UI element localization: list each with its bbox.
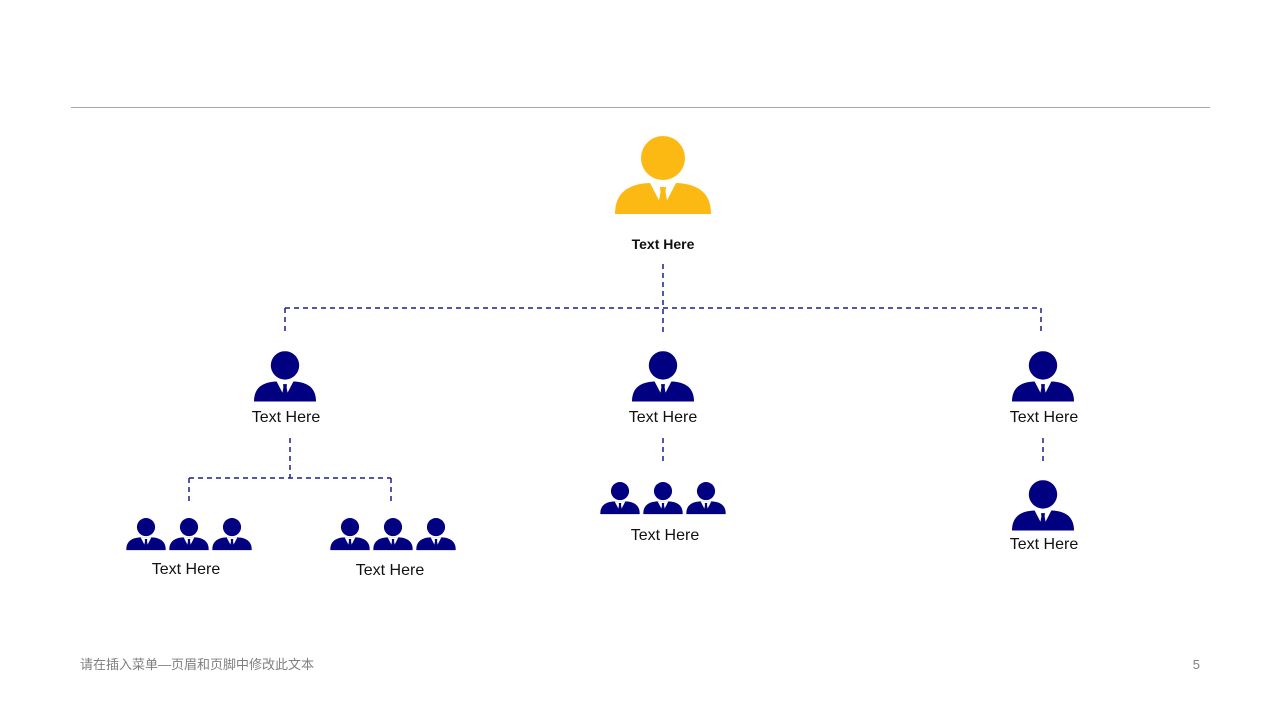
team-label: Text Here (1009, 536, 1079, 553)
team-member-icon (600, 482, 640, 515)
level2-person-icon (254, 351, 316, 403)
page-number: 5 (1192, 657, 1200, 672)
single-member-person-icon (1012, 480, 1074, 532)
team-label: Text Here (630, 527, 700, 544)
level2-label: Text Here (628, 409, 698, 426)
team-member-icon (373, 518, 413, 551)
team-member-icon (212, 518, 252, 551)
team-member-icon (686, 482, 726, 515)
level2-label: Text Here (1009, 409, 1079, 426)
team-member-icon (330, 518, 370, 551)
team-member-icon (416, 518, 456, 551)
footer-text: 请在插入菜单—页眉和页脚中修改此文本 (80, 657, 315, 672)
level2-label: Text Here (251, 409, 321, 426)
root-label: Text Here (631, 236, 695, 252)
team-label: Text Here (151, 561, 221, 578)
team-member-icon (643, 482, 683, 515)
root-person-icon (615, 136, 711, 216)
team-member-icon (169, 518, 209, 551)
level2-person-icon (1012, 351, 1074, 403)
level2-person-icon (632, 351, 694, 403)
team-member-icon (126, 518, 166, 551)
header-divider (71, 107, 1210, 108)
team-label: Text Here (355, 562, 425, 579)
